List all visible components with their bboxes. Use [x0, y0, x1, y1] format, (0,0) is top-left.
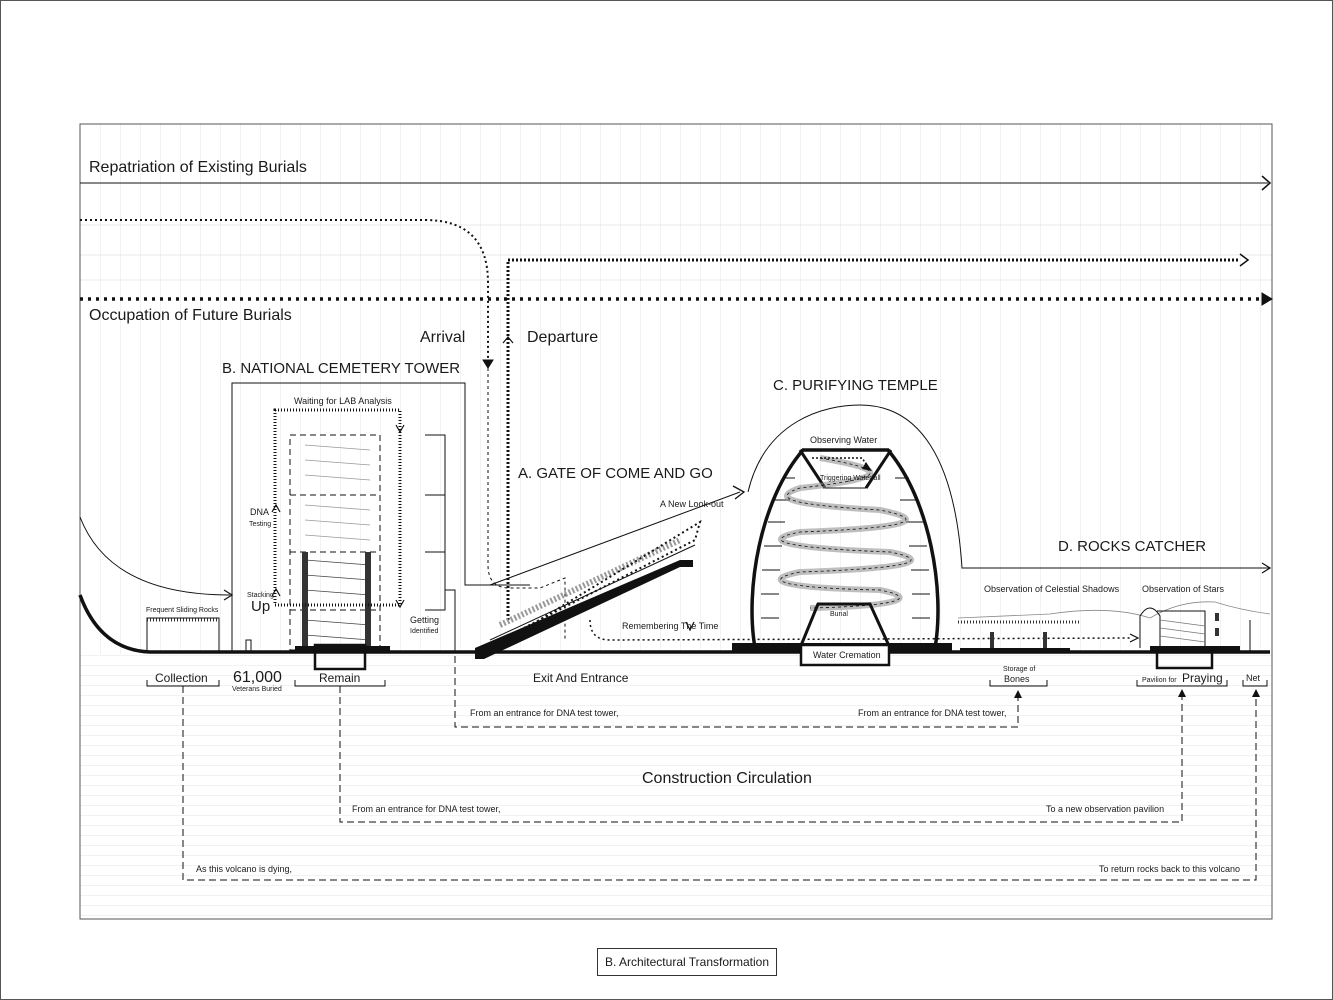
- praying-label: Praying: [1182, 671, 1223, 685]
- tower-envelope: [231, 382, 530, 652]
- construction-arrowheads: [1014, 689, 1260, 698]
- observing-water-label: Observing Water: [810, 435, 877, 445]
- circulation-routes: [80, 175, 1273, 640]
- dna-label: DNA: [250, 507, 269, 517]
- lookout-label: A New Look-out: [660, 499, 724, 509]
- identified-label: Identified: [410, 628, 439, 635]
- arrival-route: [80, 219, 489, 360]
- gate-of-come-and-go: [475, 485, 1140, 659]
- tower-stairs: [304, 444, 371, 641]
- return-rocks-label: To return rocks back to this volcano: [1099, 864, 1240, 874]
- dna-entrance-right-label: From an entrance for DNA test tower,: [858, 708, 1007, 718]
- temple-title: C. PURIFYING TEMPLE: [773, 377, 938, 394]
- collection-label: Collection: [155, 671, 208, 685]
- arrival-arrowhead: [482, 359, 494, 369]
- triggering-label: Triggering Waterfall: [820, 475, 881, 482]
- storage-of-label: Storage of: [1003, 666, 1035, 673]
- veteran-count: 61,000: [233, 669, 282, 686]
- water-cremation-label: Water Cremation: [813, 650, 881, 660]
- stars-label: Observation of Stars: [1142, 584, 1225, 594]
- praying-pavilion: [1139, 607, 1161, 648]
- water-cremation-box: [799, 643, 891, 667]
- rocks-title: D. ROCKS CATCHER: [1058, 538, 1206, 555]
- gate-ramp: [475, 560, 693, 659]
- new-pavilion-label: To a new observation pavilion: [1046, 804, 1164, 814]
- temple-floors: [761, 477, 930, 619]
- diagram-labels: Repatriation of Existing Burials Occupat…: [89, 159, 1261, 874]
- rocks-net: [957, 601, 1271, 619]
- repatriation-arrowhead: [1261, 175, 1272, 191]
- occupation-label: Occupation of Future Burials: [89, 307, 292, 324]
- waiting-lab-label: Waiting for LAB Analysis: [294, 396, 392, 406]
- exit-entrance-label: Exit And Entrance: [533, 671, 629, 685]
- gate-circulation: [489, 519, 702, 651]
- departure-label: Departure: [527, 329, 598, 346]
- construction-circulation-title: Construction Circulation: [642, 770, 812, 787]
- purifying-temple: [732, 404, 1272, 667]
- departure-route: [506, 258, 1240, 620]
- gate-roof-line: [489, 491, 741, 586]
- temple-envelope: [747, 404, 1270, 569]
- departure-arrowhead: [1239, 253, 1250, 267]
- veterans-label: Veterans Buried: [232, 686, 282, 693]
- dna-entrance-left-label: From an entrance for DNA test tower,: [470, 708, 619, 718]
- bones-label: Bones: [1004, 674, 1030, 684]
- figure-caption: B. Architectural Transformation: [597, 948, 777, 976]
- sliding-rocks-catcher: [146, 617, 220, 653]
- tower-remain-base: [313, 643, 367, 671]
- departure-up-arrow: [502, 336, 514, 344]
- arrival-label: Arrival: [420, 329, 465, 346]
- up-label: Up: [251, 598, 270, 615]
- dna-entrance-lower-label: From an entrance for DNA test tower,: [352, 804, 501, 814]
- volcano-dying-label: As this volcano is dying,: [196, 864, 292, 874]
- arrival-to-gate-route: [487, 368, 566, 640]
- occupation-arrowhead: [1261, 292, 1273, 306]
- pavilion-for-label: Pavilion for: [1142, 677, 1177, 684]
- celestial-label: Observation of Celestial Shadows: [984, 584, 1120, 594]
- burial-label: Burial: [830, 611, 848, 618]
- getting-label: Getting: [410, 615, 439, 625]
- net-label: Net: [1246, 673, 1261, 683]
- volcano-slope: [79, 516, 231, 596]
- remembering-label: Remembering The Time: [622, 621, 718, 631]
- rocks-catcher: [957, 601, 1271, 670]
- gate-title: A. GATE OF COME AND GO: [518, 465, 713, 482]
- stacking-label: Stacking: [247, 592, 274, 599]
- remain-label: Remain: [319, 671, 360, 685]
- tower-title: B. NATIONAL CEMETERY TOWER: [222, 360, 460, 377]
- testing-label: Testing: [249, 521, 271, 528]
- national-cemetery-tower: [146, 382, 530, 671]
- ground-label-brackets: [146, 680, 1268, 687]
- repatriation-label: Repatriation of Existing Burials: [89, 159, 307, 176]
- waiting-lab-route: [273, 408, 402, 607]
- sliding-rocks-label: Frequent Sliding Rocks: [146, 607, 219, 614]
- construction-circulation-routes: [182, 590, 1257, 881]
